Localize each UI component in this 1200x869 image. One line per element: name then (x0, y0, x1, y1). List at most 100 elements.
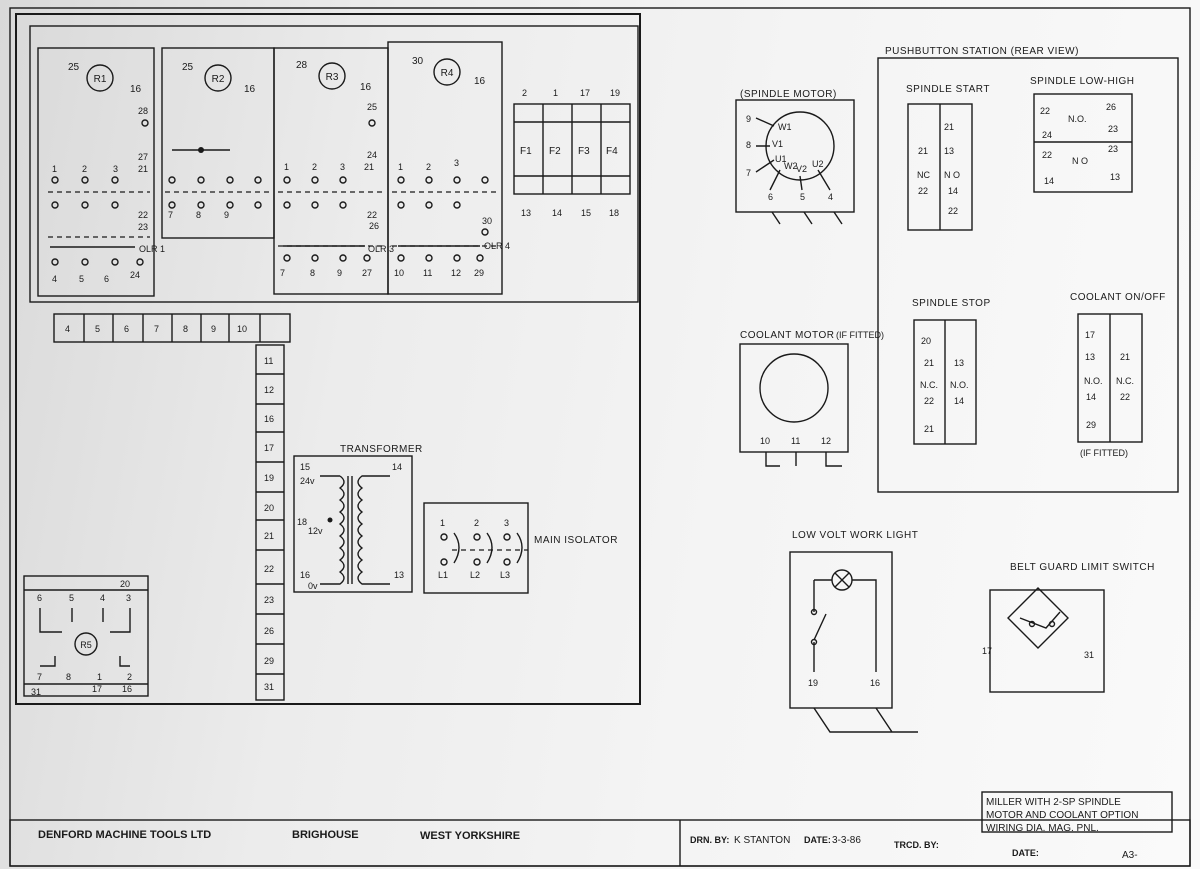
date-label: DATE: (804, 835, 831, 845)
transformer-12v: 12v (308, 526, 323, 536)
relay-r2: R2 25 16 (182, 62, 256, 95)
lh-c-3: 23 (1108, 144, 1118, 154)
c3-top-4: 21 (364, 162, 374, 172)
magnetic-panel-outline (15, 13, 641, 705)
sm-w2: W2 (784, 161, 798, 171)
spindle-low-high-switch: SPINDLE LOW-HIGH 22 N.O. 26 24 23 22 N O… (1030, 76, 1135, 193)
start-l1: 21 (918, 146, 928, 156)
work-light-title: LOW VOLT WORK LIGHT (792, 530, 918, 541)
relay-r1: R1 25 16 (68, 62, 142, 95)
c1-top-3: 3 (113, 164, 118, 174)
c1-side-1: 28 (138, 106, 148, 116)
c2-bottom-2: 8 (196, 210, 201, 220)
transformer-t16: 16 (300, 570, 310, 580)
c1-side-4: 23 (138, 222, 148, 232)
coolant-title: COOLANT ON/OFF (1070, 292, 1166, 303)
work-light: LOW VOLT WORK LIGHT 19 16 (789, 530, 918, 733)
stop-r-2: N.O. (950, 380, 969, 390)
c3-side-4: 26 (369, 221, 379, 231)
transformer-t13: 13 (394, 570, 404, 580)
pushbutton-station: PUSHBUTTON STATION (REAR VIEW) SPINDLE S… (877, 46, 1179, 493)
company-town: BRIGHOUSE (292, 829, 359, 841)
terminal-19: 19 (264, 473, 274, 483)
coolant-motor: COOLANT MOTOR (IF FITTED) 10 11 12 (739, 330, 884, 467)
stop-title: SPINDLE STOP (912, 298, 991, 309)
fuse-bottom-2: 14 (552, 208, 562, 218)
start-r2: 13 (944, 146, 954, 156)
spindle-start-switch: SPINDLE START 21 21 13 NC N O 22 14 22 (906, 84, 989, 231)
cm-bottom-10: 10 (760, 436, 770, 446)
terminal-23: 23 (264, 595, 274, 605)
c3-side-3: 22 (367, 210, 377, 220)
c1-bottom-1: 4 (52, 274, 57, 284)
transformer-t14: 14 (392, 462, 402, 472)
c1-bottom-4: 24 (130, 270, 140, 280)
sheet-number: A3- (1122, 850, 1138, 861)
start-r3: N O (944, 170, 960, 180)
c2-bottom-1: 7 (168, 210, 173, 220)
terminal-26: 26 (264, 626, 274, 636)
relay-r3: R3 28 16 (296, 60, 372, 93)
lh-a-2: N.O. (1068, 114, 1087, 124)
sm-v1: V1 (772, 139, 783, 149)
terminal-22: 22 (264, 564, 274, 574)
terminal-12: 12 (264, 385, 274, 395)
sm-left-7: 7 (746, 168, 751, 178)
fuse-top-3: 17 (580, 88, 590, 98)
work-light-t19: 19 (808, 678, 818, 688)
lh-d-2: 13 (1110, 172, 1120, 182)
company-name: DENFORD MACHINE TOOLS LTD (38, 829, 211, 841)
traced-label: TRCD. BY: (894, 840, 939, 850)
lh-d-1: 14 (1044, 176, 1054, 186)
isolator-top-2: 2 (474, 518, 479, 528)
c1-side-2: 27 (138, 152, 148, 162)
terminal-10: 10 (237, 324, 247, 334)
relay-r4-terminal-a: 30 (412, 56, 424, 67)
c4-top-2: 2 (426, 162, 431, 172)
start-l3: 22 (918, 186, 928, 196)
transformer: TRANSFORMER 15 14 24v 18 12v 16 0v 13 (293, 444, 422, 593)
coolant-l-5: 29 (1086, 420, 1096, 430)
relay-r4-terminal-b: 16 (474, 76, 486, 87)
lh-b-2: 23 (1108, 124, 1118, 134)
sm-bottom-6: 6 (768, 192, 773, 202)
c4-top-1: 1 (398, 162, 403, 172)
r5-bottom-1: 7 (37, 672, 42, 682)
stop-l-3: N.C. (920, 380, 938, 390)
stop-r-3: 14 (954, 396, 964, 406)
c4-bottom-4: 29 (474, 268, 484, 278)
c1-top-2: 2 (82, 164, 87, 174)
relay-r2-label: R2 (212, 74, 225, 85)
terminal-17: 17 (264, 443, 274, 453)
isolator-title: MAIN ISOLATOR (534, 535, 618, 546)
r5-bottom-4: 2 (127, 672, 132, 682)
fuse-top-4: 19 (610, 88, 620, 98)
drawn-by: K STANTON (734, 835, 790, 846)
c3-bottom-4: 27 (362, 268, 372, 278)
sm-bottom-5: 5 (800, 192, 805, 202)
lowhigh-title: SPINDLE LOW-HIGH (1030, 76, 1135, 87)
spindle-stop-switch: SPINDLE STOP 20 21 N.C. 22 21 13 N.O. 14 (912, 298, 991, 445)
sm-u1: U1 (775, 154, 787, 164)
r5-terminal-20: 20 (120, 579, 130, 589)
c4-bottom-3: 12 (451, 268, 461, 278)
stop-l-2: 21 (924, 358, 934, 368)
c1-top-1: 1 (52, 164, 57, 174)
terminal-11: 11 (264, 356, 273, 366)
sm-u2: U2 (812, 159, 824, 169)
relay-r3-terminal-b: 16 (360, 82, 372, 93)
coolant-motor-fitted: (IF FITTED) (836, 330, 884, 340)
c3-top-3: 3 (340, 162, 345, 172)
c1-olr-label: OLR 1 (139, 244, 165, 254)
title-block: DENFORD MACHINE TOOLS LTD BRIGHOUSE WEST… (9, 791, 1191, 867)
desc-line-2: MOTOR AND COOLANT OPTION (986, 810, 1138, 821)
c1-bottom-2: 5 (79, 274, 84, 284)
coolant-l-2: 13 (1085, 352, 1095, 362)
transformer-0v: 0v (308, 581, 318, 591)
fuse-f3: F3 (578, 146, 590, 157)
r5-last-1: 31 (31, 687, 41, 697)
isolator-L3: L3 (500, 570, 510, 580)
drawing-date: 3-3-86 (832, 835, 861, 846)
sm-left-9: 9 (746, 114, 751, 124)
fuse-f4: F4 (606, 146, 618, 157)
